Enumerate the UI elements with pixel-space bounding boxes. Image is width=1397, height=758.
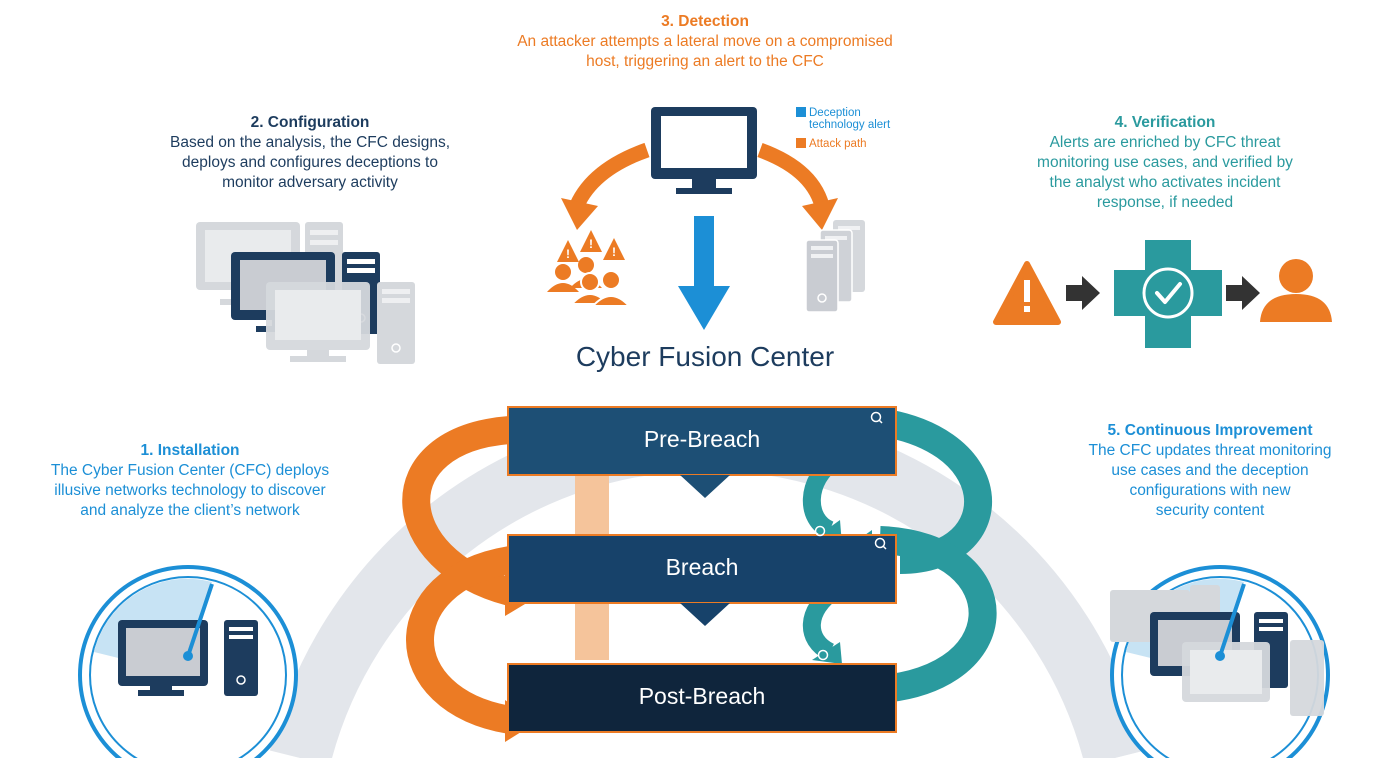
verification-flow [993, 240, 1332, 348]
user-icon [1260, 259, 1332, 322]
attack-path-arrows [561, 142, 838, 230]
arrow-right-icon [1226, 276, 1260, 310]
magnifier-icon [814, 411, 887, 661]
orange-square-icon [796, 138, 806, 148]
step-configuration: 2. Configuration Based on the analysis, … [169, 114, 450, 191]
attacker-group-icon: ! ! ! [547, 230, 632, 307]
stage-pre-breach [507, 406, 897, 498]
step-verification: 4. Verification Alerts are enriched by C… [1037, 114, 1293, 211]
configuration-monitors-icon [196, 222, 415, 364]
installation-radar-icon [78, 565, 298, 758]
legend-item-attack-path: Attack path [796, 138, 867, 150]
step-continuous-improvement: 5. Continuous Improvement The CFC update… [1088, 422, 1332, 519]
arrow-right-icon [1066, 276, 1100, 310]
stage-breach [507, 534, 897, 626]
stage-post-breach [507, 663, 897, 733]
stage-label-breach: Breach [665, 554, 739, 580]
checkmark-icon [1114, 240, 1222, 348]
diagram-title: Cyber Fusion Center [575, 341, 835, 372]
detection-monitor-icon [651, 107, 757, 194]
improvement-radar-icon [1110, 565, 1330, 758]
server-stack-icon [805, 220, 865, 313]
svg-text:!: ! [566, 247, 570, 261]
svg-text:!: ! [589, 237, 593, 251]
blue-square-icon [796, 107, 806, 117]
deception-alert-arrow [678, 216, 730, 330]
legend-item-deception: Deception technology alert [796, 107, 890, 131]
svg-text:!: ! [612, 245, 616, 259]
step-installation: 1. Installation The Cyber Fusion Center … [50, 442, 330, 519]
stage-label-pre-breach: Pre-Breach [643, 426, 761, 452]
step-detection: 3. Detection An attacker attempts a late… [517, 13, 893, 70]
stage-label-post-breach: Post-Breach [638, 683, 766, 709]
